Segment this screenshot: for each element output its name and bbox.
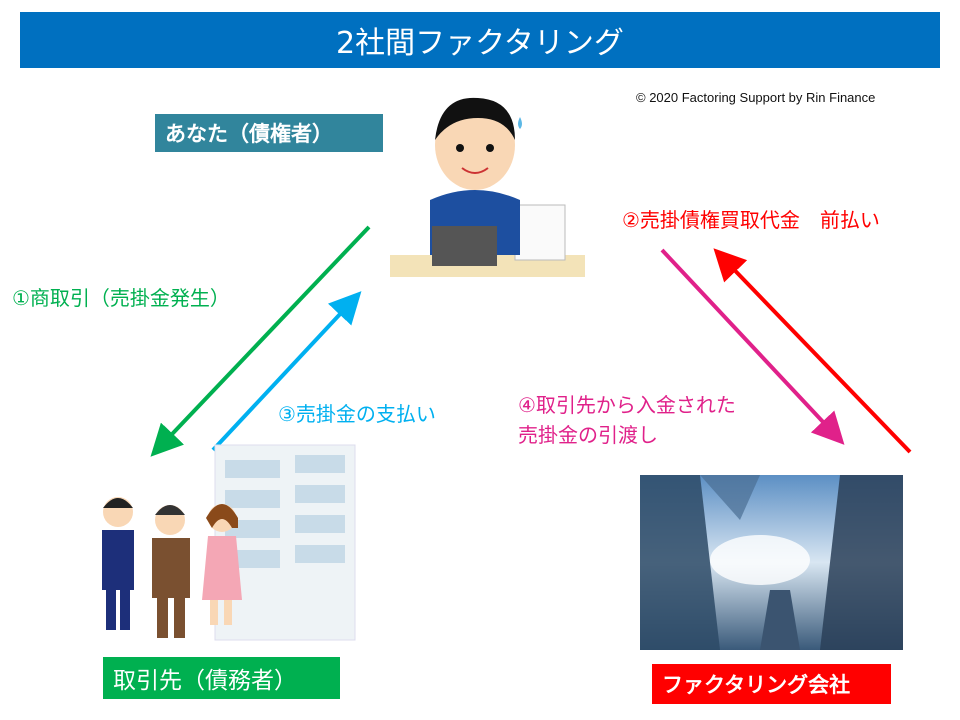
arrow-step2 (713, 248, 912, 454)
arrow-step1 (150, 225, 371, 457)
copyright-text: © 2020 Factoring Support by Rin Finance (636, 90, 876, 105)
business-people-illustration (102, 497, 242, 638)
city-skyscrapers-photo (640, 475, 903, 650)
businessman-at-desk-illustration (390, 97, 585, 277)
factoring-company-label: ファクタリング会社 (652, 664, 891, 704)
step1-text: ①商取引（売掛金発生） (12, 286, 230, 310)
building-illustration (214, 444, 356, 641)
arrow-step3 (211, 291, 362, 452)
page-title: 2社間ファクタリング (20, 12, 940, 68)
step3-text: ③売掛金の支払い (278, 402, 436, 426)
step4-line1: ④取引先から入金された (518, 393, 736, 417)
step4-text: ④取引先から入金された 売掛金の引渡し (518, 390, 736, 450)
step4-line2: 売掛金の引渡し (518, 423, 658, 447)
arrow-step4 (660, 248, 845, 445)
debtor-label: 取引先（債務者） (103, 657, 340, 699)
creditor-label: あなた（債権者） (155, 114, 383, 152)
step2-text: ②売掛債権買取代金 前払い (622, 208, 880, 232)
